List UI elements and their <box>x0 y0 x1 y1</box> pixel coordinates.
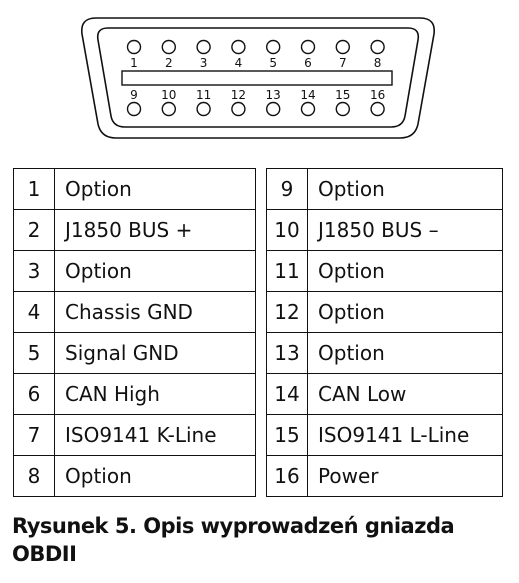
pin-number: 11 <box>266 250 308 292</box>
pin-signal: J1850 BUS – <box>307 209 503 251</box>
pin-label: 15 <box>335 88 350 102</box>
pin-number: 4 <box>13 291 55 333</box>
pin-signal: CAN Low <box>307 373 503 415</box>
pin-label: 2 <box>165 56 173 70</box>
pin-signal: ISO9141 L-Line <box>307 414 503 456</box>
connector-key-bar <box>121 70 393 86</box>
caption-line-1: Rysunek 5. Opis wyprowadzeń gniazda <box>12 514 455 538</box>
pin-label: 1 <box>130 56 138 70</box>
pin-hole <box>231 101 246 117</box>
pin-label: 16 <box>370 88 385 102</box>
pin-hole <box>335 39 350 55</box>
connector-outer-shell <box>80 17 436 139</box>
pin-label: 13 <box>266 88 281 102</box>
pin-signal: J1850 BUS + <box>54 209 256 251</box>
pin-hole <box>266 39 281 55</box>
pin-signal: Chassis GND <box>54 291 256 333</box>
pin-hole <box>126 39 142 55</box>
pin-signal: Signal GND <box>54 332 256 374</box>
pin-hole <box>196 101 211 117</box>
pin-hole <box>231 39 246 55</box>
pin-signal: CAN High <box>54 373 256 415</box>
pin-label: 6 <box>304 56 312 70</box>
pin-label: 11 <box>196 88 211 102</box>
pin-hole <box>335 101 350 117</box>
pin-signal: ISO9141 K-Line <box>54 414 256 456</box>
pin-label: 9 <box>130 88 138 102</box>
pin-number: 7 <box>13 414 55 456</box>
pin-hole <box>300 101 316 117</box>
pin-hole <box>370 101 385 117</box>
pin-signal: Option <box>307 291 503 333</box>
pin-signal: Option <box>54 250 256 292</box>
pin-hole <box>161 39 177 55</box>
pin-label: 7 <box>339 56 347 70</box>
pin-signal: Option <box>307 168 503 210</box>
pin-hole <box>161 101 177 117</box>
pin-hole <box>300 39 316 55</box>
pin-signal: Option <box>307 332 503 374</box>
connector-inner-shell <box>96 27 420 128</box>
pin-hole <box>370 39 385 55</box>
pin-number: 15 <box>266 414 308 456</box>
pin-number: 8 <box>13 455 55 497</box>
pin-hole <box>196 39 211 55</box>
pin-number: 3 <box>13 250 55 292</box>
pin-number: 16 <box>266 455 308 497</box>
caption-line-2: OBDII <box>12 542 77 566</box>
pin-label: 10 <box>161 88 176 102</box>
pin-number: 14 <box>266 373 308 415</box>
pin-number: 9 <box>266 168 308 210</box>
pin-number: 5 <box>13 332 55 374</box>
pin-number: 12 <box>266 291 308 333</box>
pin-number: 13 <box>266 332 308 374</box>
pin-label: 8 <box>374 56 382 70</box>
pin-number: 1 <box>13 168 55 210</box>
pin-signal: Option <box>54 455 256 497</box>
pin-label: 4 <box>235 56 243 70</box>
pin-label: 12 <box>231 88 246 102</box>
pin-signal: Option <box>54 168 256 210</box>
pin-label: 14 <box>300 88 315 102</box>
pin-signal: Option <box>307 250 503 292</box>
pin-label: 3 <box>200 56 208 70</box>
pin-label: 5 <box>269 56 277 70</box>
pin-number: 2 <box>13 209 55 251</box>
pin-hole <box>266 101 281 117</box>
pin-number: 6 <box>13 373 55 415</box>
pin-hole <box>126 101 142 117</box>
pin-number: 10 <box>266 209 308 251</box>
figure-caption: Rysunek 5. Opis wyprowadzeń gniazda OBDI… <box>12 512 512 568</box>
pin-signal: Power <box>307 455 503 497</box>
